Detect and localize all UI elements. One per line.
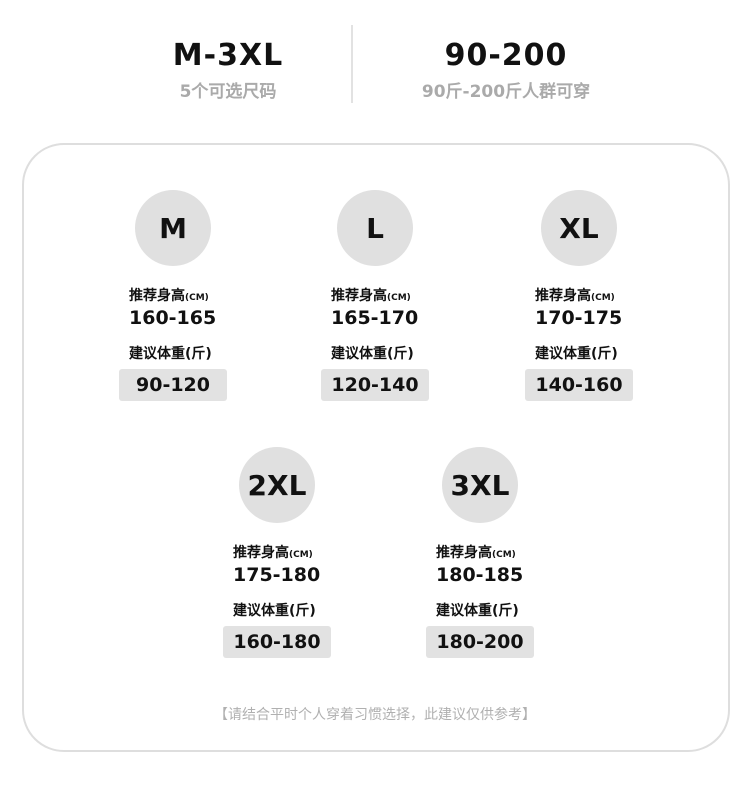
- height-label: 推荐身高(CM): [525, 285, 633, 305]
- weight-value: 160-180: [223, 626, 331, 658]
- height-unit: (CM): [492, 550, 516, 560]
- size-range-subtitle: 5个可选尺码: [179, 82, 277, 102]
- size-badge: M: [135, 190, 211, 266]
- height-value: 180-185: [436, 564, 524, 586]
- size-card-2xl: 2XL 推荐身高(CM) 175-180 建议体重(斤) 160-180: [223, 447, 331, 658]
- weight-value: 120-140: [321, 369, 429, 401]
- height-value: 170-175: [535, 307, 623, 329]
- disclaimer-note: 【请结合平时个人穿着习惯选择，此建议仅供参考】: [214, 707, 536, 723]
- height-value: 160-165: [129, 307, 217, 329]
- height-unit: (CM): [185, 293, 209, 303]
- height-label-text: 推荐身高: [436, 545, 492, 561]
- height-label: 推荐身高(CM): [426, 542, 534, 562]
- size-badge: XL: [541, 190, 617, 266]
- height-value: 165-170: [331, 307, 419, 329]
- weight-value: 90-120: [119, 369, 227, 401]
- weight-range-subtitle: 90斤-200斤人群可穿: [421, 82, 591, 102]
- height-label: 推荐身高(CM): [223, 542, 331, 562]
- height-label: 推荐身高(CM): [321, 285, 429, 305]
- height-unit: (CM): [387, 293, 411, 303]
- height-unit: (CM): [289, 550, 313, 560]
- size-chart-panel: [22, 143, 730, 752]
- size-card-l: L 推荐身高(CM) 165-170 建议体重(斤) 120-140: [321, 190, 429, 401]
- weight-value: 140-160: [525, 369, 633, 401]
- weight-label: 建议体重(斤): [129, 346, 212, 362]
- height-label-text: 推荐身高: [129, 288, 185, 304]
- size-range-title: M-3XL: [172, 38, 284, 73]
- header-divider: [351, 25, 353, 103]
- size-card-xl: XL 推荐身高(CM) 170-175 建议体重(斤) 140-160: [525, 190, 633, 401]
- height-label-text: 推荐身高: [535, 288, 591, 304]
- weight-range-title: 90-200: [444, 38, 568, 73]
- height-label-text: 推荐身高: [331, 288, 387, 304]
- size-badge: 2XL: [239, 447, 315, 523]
- height-label: 推荐身高(CM): [119, 285, 227, 305]
- weight-label: 建议体重(斤): [331, 346, 414, 362]
- size-range-header: M-3XL 5个可选尺码: [98, 38, 358, 102]
- weight-value: 180-200: [426, 626, 534, 658]
- weight-label: 建议体重(斤): [233, 603, 316, 619]
- height-label-text: 推荐身高: [233, 545, 289, 561]
- weight-label: 建议体重(斤): [535, 346, 618, 362]
- height-unit: (CM): [591, 293, 615, 303]
- size-card-3xl: 3XL 推荐身高(CM) 180-185 建议体重(斤) 180-200: [426, 447, 534, 658]
- height-value: 175-180: [233, 564, 321, 586]
- weight-label: 建议体重(斤): [436, 603, 519, 619]
- weight-range-header: 90-200 90斤-200斤人群可穿: [376, 38, 636, 102]
- size-badge: 3XL: [442, 447, 518, 523]
- size-card-m: M 推荐身高(CM) 160-165 建议体重(斤) 90-120: [119, 190, 227, 401]
- size-badge: L: [337, 190, 413, 266]
